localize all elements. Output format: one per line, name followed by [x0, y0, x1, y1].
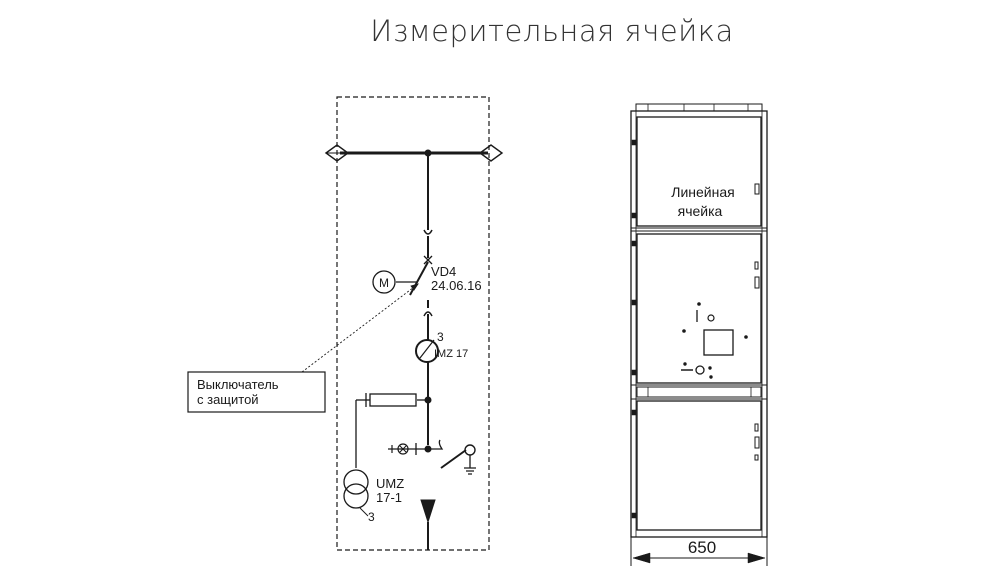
cabinet-front-view — [630, 103, 768, 566]
voltage-transformer-icon — [343, 469, 369, 495]
callout-leader — [301, 283, 419, 373]
motor-icon — [372, 270, 396, 294]
vt-count: 3 — [368, 510, 375, 524]
fuse-icon — [369, 393, 417, 407]
breaker-name: VD4 — [431, 264, 456, 279]
vt-model: 17-1 — [376, 490, 402, 505]
vt-name: UMZ — [376, 476, 404, 491]
meter-window — [703, 329, 734, 356]
vent-strip — [636, 386, 762, 398]
top-compartment-label-line2: ячейка — [678, 203, 723, 219]
voltage-indicator-icon — [397, 443, 409, 455]
width-dimension-value: 650 — [688, 538, 716, 557]
single-line-schematic — [187, 96, 504, 551]
earthing-switch — [440, 449, 467, 469]
page-title: Измерительная ячейка — [370, 14, 734, 48]
busbar-end-right — [478, 144, 504, 162]
callout-text-line1: Выключатель — [197, 377, 279, 392]
top-compartment-label-line1: Линейная — [671, 184, 734, 200]
bottom-compartment — [636, 400, 762, 531]
operating-socket — [707, 314, 715, 322]
ct-count: 3 — [437, 330, 444, 344]
breaker-blade — [409, 261, 429, 296]
indicator-knob — [695, 365, 705, 375]
middle-compartment — [636, 233, 762, 384]
ct-model: IMZ 17 — [434, 348, 468, 360]
callout-box — [187, 371, 326, 413]
top-compartment — [636, 116, 762, 227]
upper-disconnect — [423, 229, 433, 235]
breaker-model: 24.06.16 — [431, 278, 482, 293]
busbar-end-left — [324, 144, 350, 162]
callout-text-line2: с защитой — [197, 392, 259, 407]
cabinet-frame — [630, 110, 768, 538]
cell-boundary — [336, 96, 490, 551]
cable-termination-arrow — [420, 499, 436, 524]
earthing-switch-pivot — [464, 444, 476, 456]
motor-label: M — [379, 276, 389, 290]
